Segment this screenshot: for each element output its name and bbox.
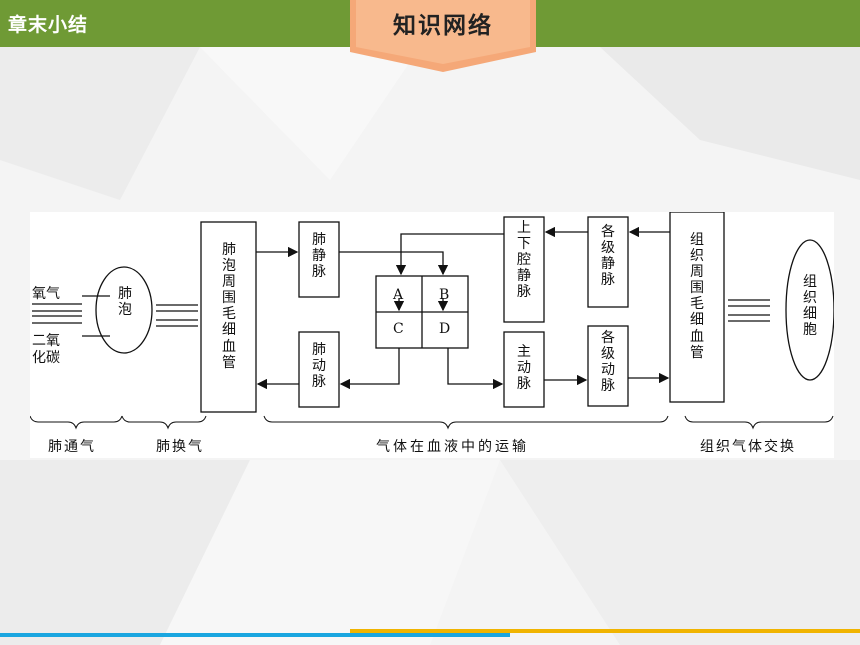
tissue-cell-label: 组织细胞 <box>803 274 817 339</box>
heart-c-label: C <box>393 321 404 337</box>
vena-cava-box <box>503 216 545 323</box>
heart-a-label: A <box>393 287 404 303</box>
alveoli-label: 肺泡 <box>118 286 132 319</box>
veins-box <box>587 216 629 308</box>
pulmonary-artery-label: 肺动脉 <box>312 342 326 391</box>
knowledge-diagram: 氧气 二氧化碳 肺泡 肺泡周围毛细血管 肺静脉 肺动脉 A B C D 上下腔静… <box>30 212 834 458</box>
pulmonary-artery-box <box>298 331 340 408</box>
alveoli-shape <box>95 266 153 354</box>
lung-capillary-box <box>200 221 257 413</box>
veins-label: 各级静脉 <box>601 224 615 289</box>
aorta-box <box>503 331 545 408</box>
tissue-capillary-box <box>669 212 725 403</box>
stage-label-2: 肺换气 <box>156 439 204 455</box>
aorta-label: 主动脉 <box>517 344 531 393</box>
stage-label-3: 气体在血液中的运输 <box>376 439 529 455</box>
page-title: 知识网络 <box>393 13 493 39</box>
title-tab: 知识网络 <box>350 0 536 72</box>
stage-label-1: 肺通气 <box>48 439 96 455</box>
stage-label-4: 组织气体交换 <box>700 439 796 455</box>
tissue-cell-shape <box>785 239 834 381</box>
section-label: 章末小结 <box>8 14 89 36</box>
co2-label: 二氧化碳 <box>32 333 60 366</box>
bottom-accent-yellow <box>350 629 860 633</box>
arteries-label: 各级动脉 <box>601 330 615 395</box>
tissue-capillary-label: 组织周围毛细血管 <box>690 232 704 361</box>
arteries-box <box>587 325 629 407</box>
bottom-accent-blue <box>0 633 510 637</box>
vena-cava-label: 上下腔静脉 <box>517 220 531 301</box>
pulmonary-vein-label: 肺静脉 <box>312 232 326 281</box>
pulmonary-vein-box <box>298 221 340 298</box>
title-tab-shape <box>350 0 536 72</box>
heart-d-label: D <box>439 321 451 337</box>
heart-b-label: B <box>439 287 450 303</box>
diagram-lines <box>30 212 834 430</box>
lung-capillary-label: 肺泡周围毛细血管 <box>222 242 236 371</box>
oxygen-label: 氧气 <box>32 286 60 302</box>
